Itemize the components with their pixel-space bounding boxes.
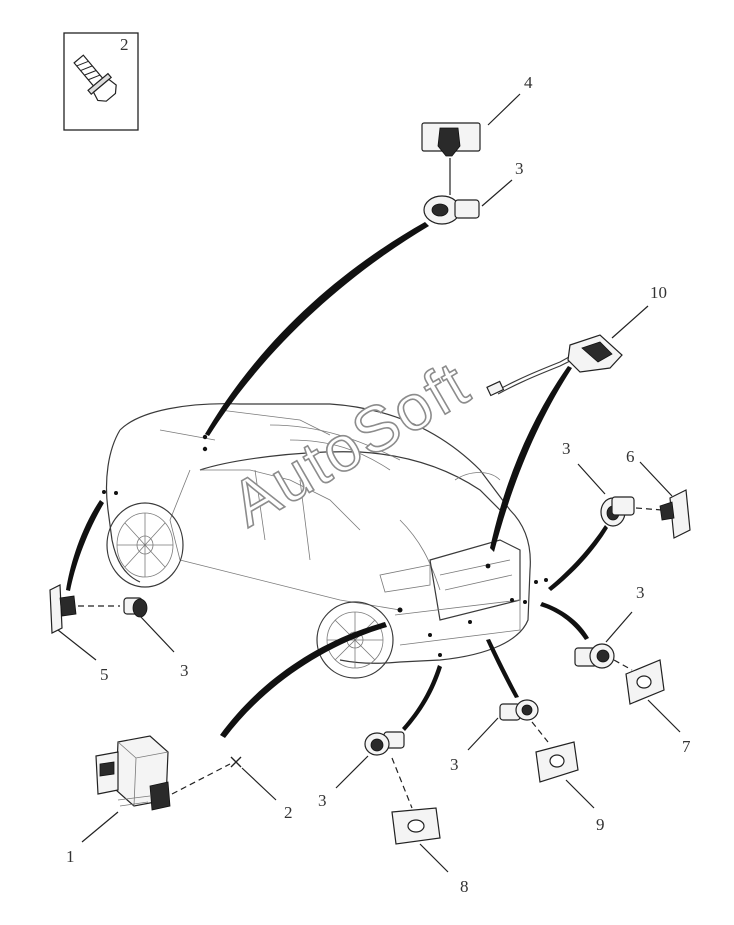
sensor-bezel-part-7: 7 [625, 659, 691, 756]
sensor-part-3-center-right: 3 [450, 699, 539, 774]
callout-10: 10 [650, 283, 667, 302]
sensor-part-3-right-lower: 3 [574, 583, 645, 669]
callout-4: 4 [524, 73, 533, 92]
callout-3-top: 3 [515, 159, 524, 178]
control-module-part-1: 1 [66, 735, 171, 866]
callout-3-left: 3 [180, 661, 189, 680]
callout-5: 5 [100, 665, 109, 684]
vehicle-outline [102, 403, 548, 679]
bolt-location-mark-part-2: 2 [230, 756, 293, 822]
callout-3-right-lower: 3 [636, 583, 645, 602]
sensor-part-3-center-left: 3 [318, 731, 405, 810]
bolt-icon [73, 54, 117, 102]
camera-module-part-10: 10 [486, 283, 667, 397]
bolt-inset: 2 [63, 32, 139, 131]
callout-6: 6 [626, 447, 635, 466]
sensor-location-marks [102, 434, 548, 657]
callout-8: 8 [460, 877, 469, 896]
sensor-bracket-part-6: 6 [626, 447, 691, 539]
sensor-part-3-right-upper: 3 [562, 439, 635, 527]
sensor-bezel-part-9: 9 [535, 741, 605, 834]
callout-1: 1 [66, 847, 75, 866]
callout-9: 9 [596, 815, 605, 834]
leader-wedges [66, 222, 608, 738]
inset-callout: 2 [120, 35, 129, 54]
callout-3-right-upper: 3 [562, 439, 571, 458]
sensor-part-3-top: 3 [423, 159, 524, 225]
sensor-part-3-left: 3 [123, 597, 189, 680]
sensor-bezel-part-8: 8 [391, 807, 469, 896]
callout-3-center-left: 3 [318, 791, 327, 810]
sensor-bezel-part-5: 5 [49, 584, 109, 684]
front-wheel [106, 502, 184, 588]
callout-2: 2 [284, 803, 293, 822]
sensor-bracket-part-4: 4 [421, 73, 533, 157]
autosoft-watermark: AutoSoft [219, 347, 481, 540]
rear-wheel [316, 601, 394, 679]
callout-7: 7 [682, 737, 691, 756]
callout-3-center-right: 3 [450, 755, 459, 774]
